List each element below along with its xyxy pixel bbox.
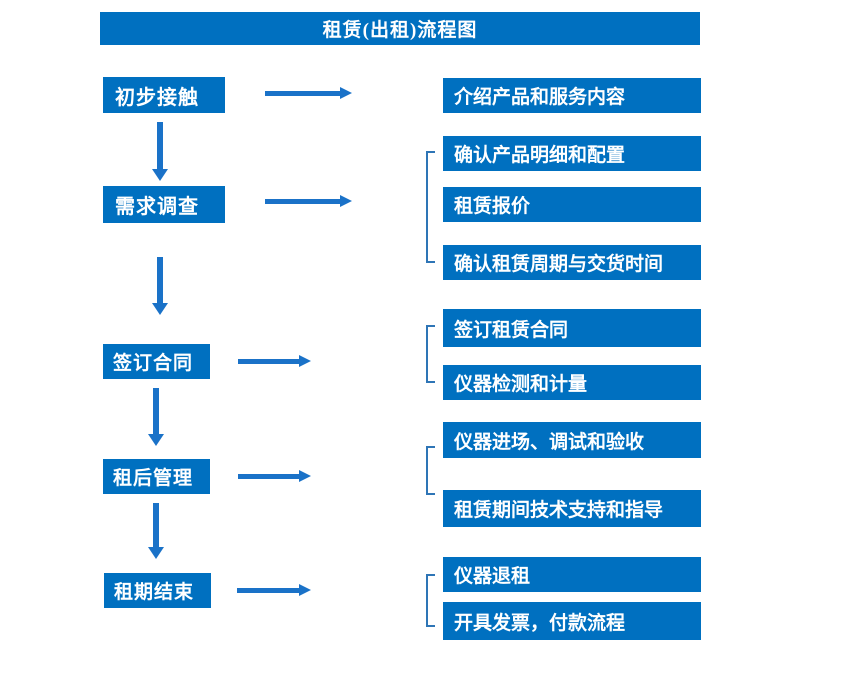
group-bracket <box>426 574 435 627</box>
arrow-head <box>152 303 168 315</box>
down-arrow-icon <box>152 122 168 181</box>
arrow-shaft <box>157 122 163 169</box>
arrow-shaft <box>265 198 340 204</box>
group-bracket <box>426 151 435 263</box>
step-box-sign-contract: 签订合同 <box>103 344 210 379</box>
arrow-head <box>299 584 311 596</box>
output-box-introduce-products: 介绍产品和服务内容 <box>443 78 701 113</box>
arrow-head <box>148 547 164 559</box>
output-box-instrument-testing: 仪器检测和计量 <box>443 365 701 400</box>
arrow-shaft <box>238 358 299 364</box>
down-arrow-icon <box>148 503 164 559</box>
right-arrow-icon <box>265 195 352 207</box>
down-arrow-icon <box>152 257 168 315</box>
output-box-confirm-rental-period: 确认租赁周期与交货时间 <box>443 245 701 280</box>
group-bracket <box>426 325 435 383</box>
down-arrow-icon <box>148 388 164 446</box>
output-box-instrument-setup: 仪器进场、调试和验收 <box>443 422 701 458</box>
output-box-sign-rental-contract: 签订租赁合同 <box>443 309 701 347</box>
step-box-rental-end: 租期结束 <box>104 573 211 608</box>
right-arrow-icon <box>265 87 352 99</box>
step-box-demand-survey: 需求调查 <box>103 186 225 223</box>
flowchart-title: 租赁(出租)流程图 <box>100 12 700 45</box>
arrow-shaft <box>237 587 299 593</box>
arrow-shaft <box>265 90 340 96</box>
output-box-instrument-return: 仪器退租 <box>443 557 701 592</box>
arrow-head <box>148 434 164 446</box>
arrow-head <box>152 169 168 181</box>
right-arrow-icon <box>237 584 311 596</box>
arrow-head <box>340 195 352 207</box>
arrow-head <box>299 355 311 367</box>
arrow-head <box>340 87 352 99</box>
arrow-shaft <box>153 388 159 434</box>
output-box-confirm-product-details: 确认产品明细和配置 <box>443 136 701 171</box>
right-arrow-icon <box>238 470 311 482</box>
output-box-invoice-payment: 开具发票，付款流程 <box>443 602 701 640</box>
group-bracket <box>426 446 435 495</box>
output-box-rental-quote: 租赁报价 <box>443 187 701 222</box>
arrow-head <box>299 470 311 482</box>
right-arrow-icon <box>238 355 311 367</box>
step-box-post-rental-management: 租后管理 <box>103 459 210 494</box>
arrow-shaft <box>157 257 163 303</box>
step-box-initial-contact: 初步接触 <box>103 77 225 113</box>
arrow-shaft <box>238 473 299 479</box>
arrow-shaft <box>153 503 159 547</box>
output-box-technical-support: 租赁期间技术支持和指导 <box>443 490 701 527</box>
